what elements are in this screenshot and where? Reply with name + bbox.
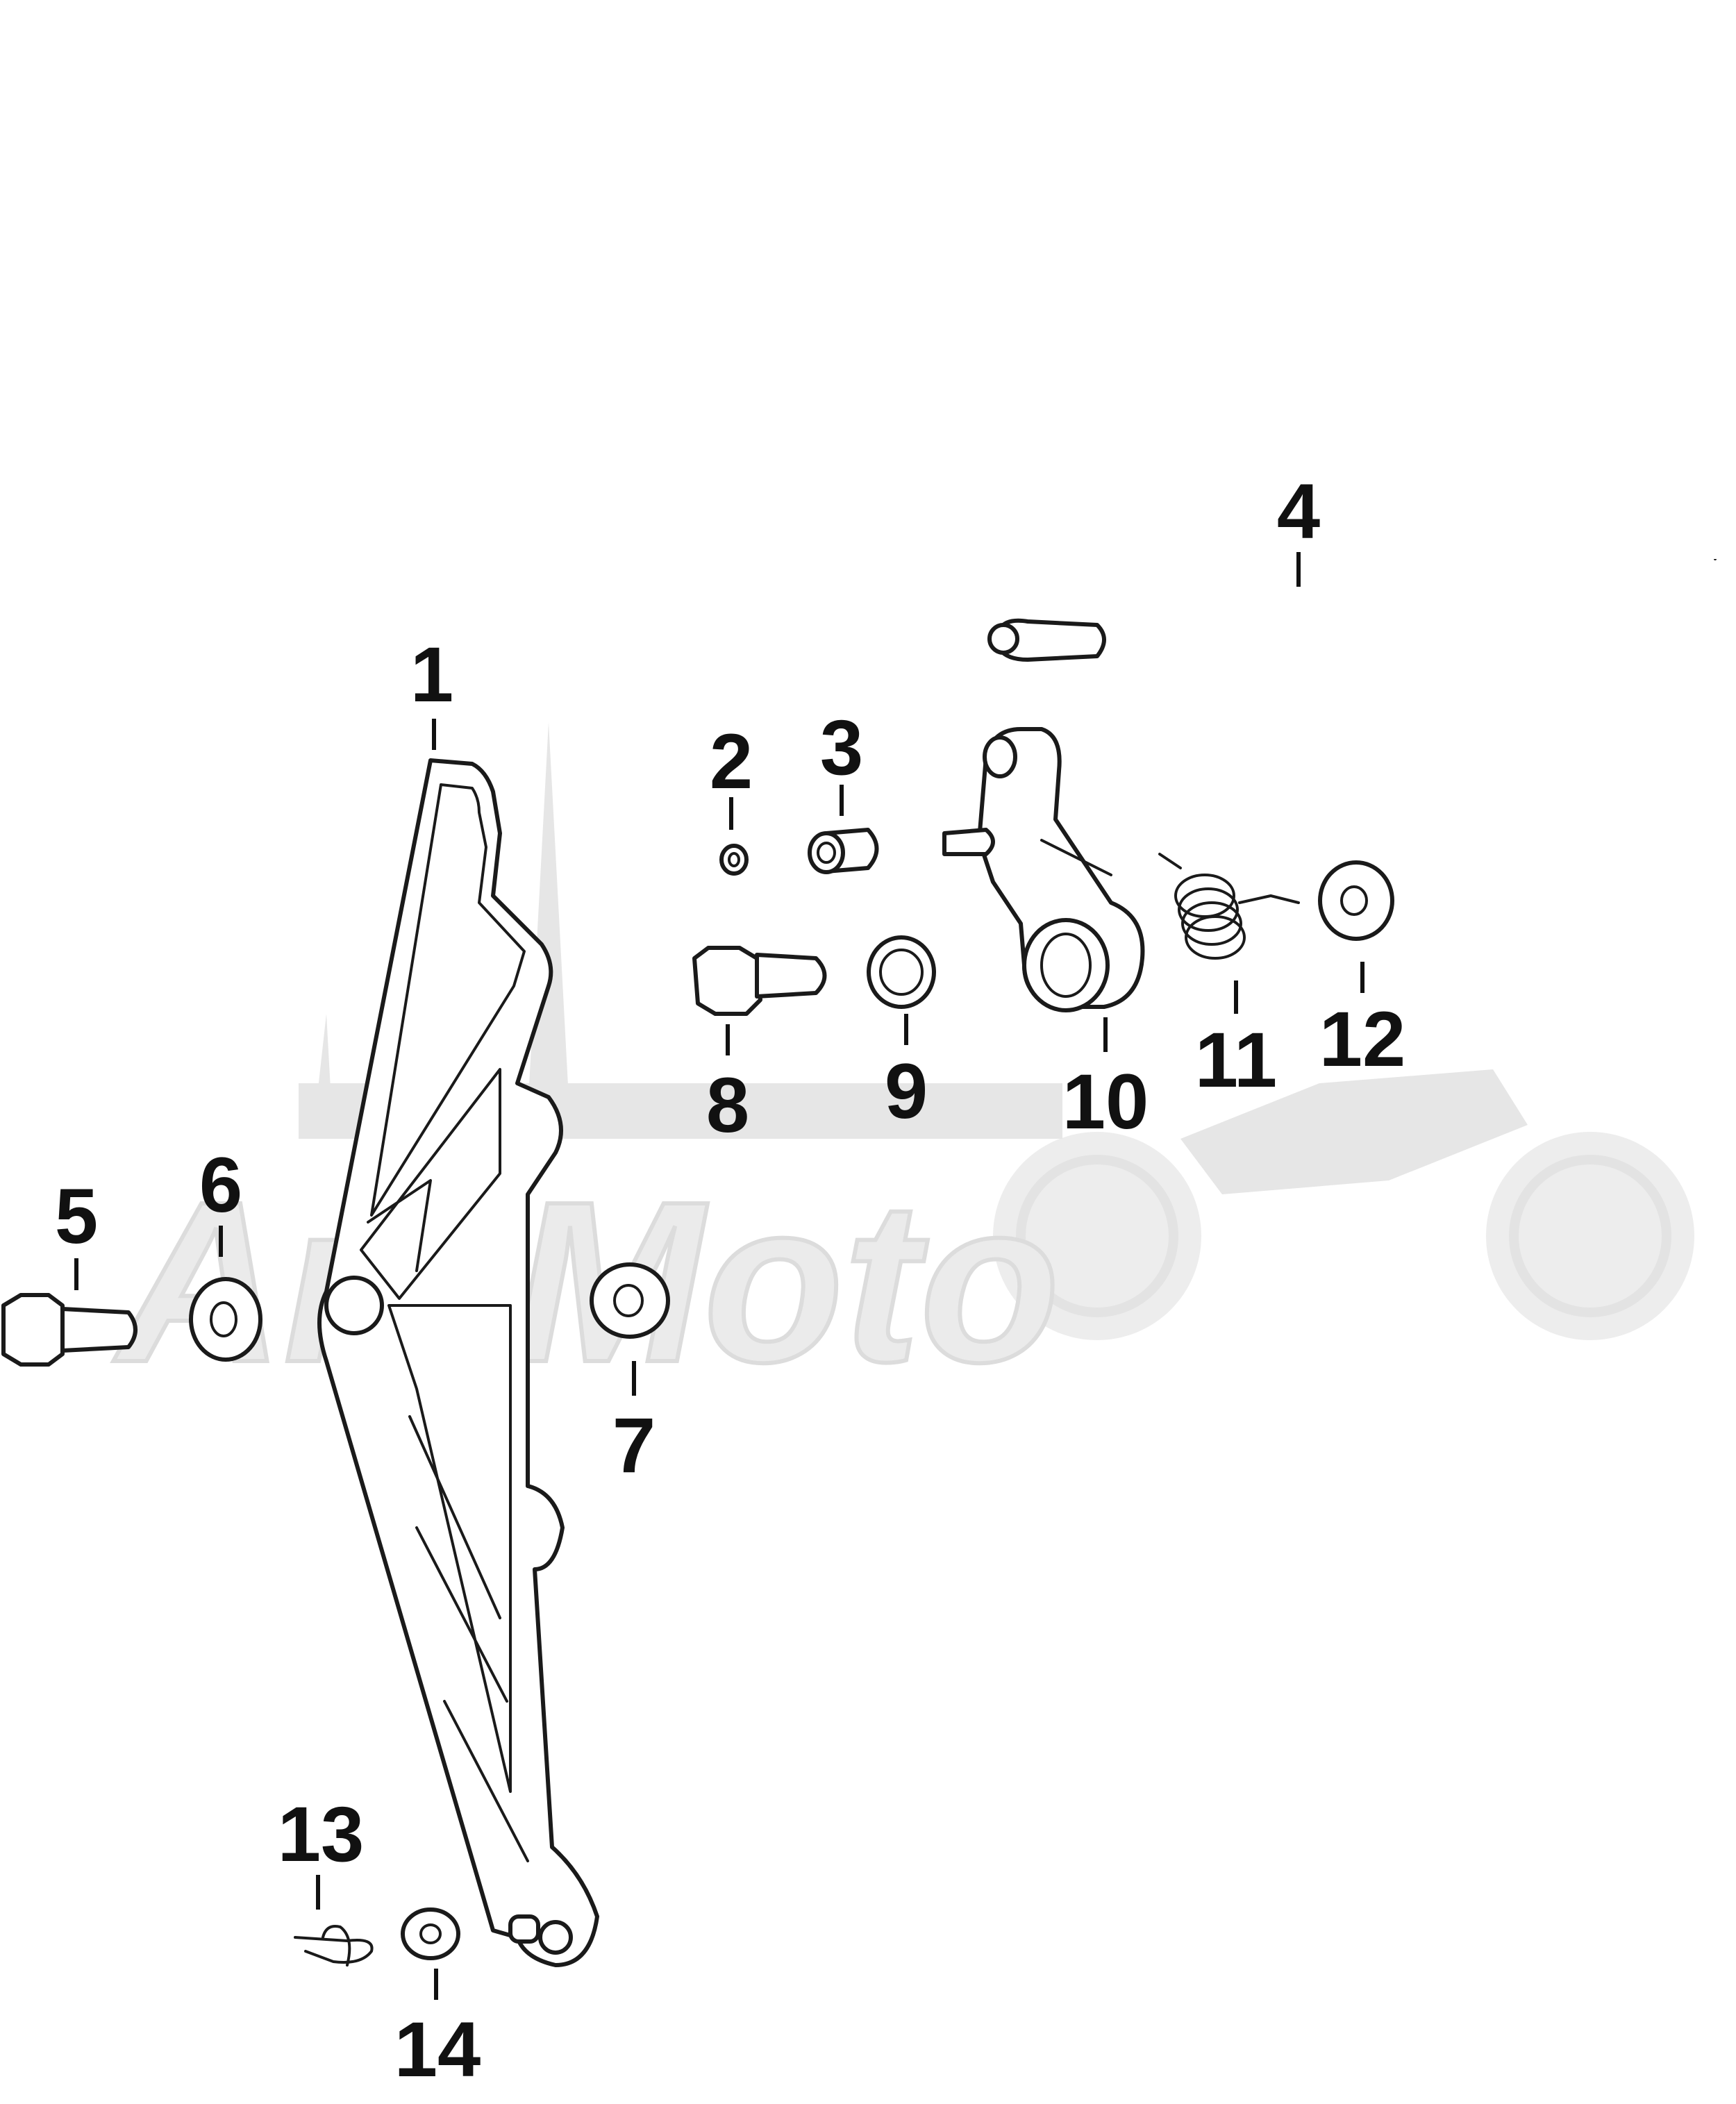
rod-part <box>987 515 1717 662</box>
callout-14: 14 <box>394 2006 481 2093</box>
callout-8: 8 <box>706 1062 749 1149</box>
washer-9-part <box>867 935 936 1009</box>
callout-13: 13 <box>278 1791 365 1878</box>
callout-labels: 1 2 3 4 5 6 7 8 9 10 11 12 13 14 <box>55 468 1405 2093</box>
bushing-part <box>808 828 879 874</box>
washer-7-part <box>590 1262 670 1339</box>
leader-lines <box>74 552 1364 2000</box>
callout-6: 6 <box>199 1142 242 1228</box>
bolt-8-part <box>692 946 827 1016</box>
watermark: ArhMoto <box>109 722 1694 1412</box>
callout-9: 9 <box>885 1048 928 1135</box>
lever-part <box>942 727 1145 1012</box>
callout-11: 11 <box>1195 1017 1277 1103</box>
watermark-text: ArhMoto <box>111 1153 1060 1410</box>
callout-5: 5 <box>55 1173 98 1260</box>
washer-12-part <box>1318 860 1394 941</box>
spring-part <box>1158 853 1300 960</box>
callout-12: 12 <box>1319 996 1406 1083</box>
callout-7: 7 <box>612 1402 656 1489</box>
callout-1: 1 <box>410 631 453 718</box>
washer-14-part <box>401 1907 460 1960</box>
callout-2: 2 <box>710 718 753 805</box>
small-washer-part <box>719 844 749 876</box>
washer-6-part <box>189 1277 262 1362</box>
bolt-5-part <box>1 1293 137 1367</box>
callout-4: 4 <box>1277 468 1320 555</box>
bracket-part <box>317 758 599 1967</box>
clip-part <box>294 1925 374 1967</box>
callout-10: 10 <box>1062 1058 1149 1145</box>
callout-3: 3 <box>820 704 863 791</box>
